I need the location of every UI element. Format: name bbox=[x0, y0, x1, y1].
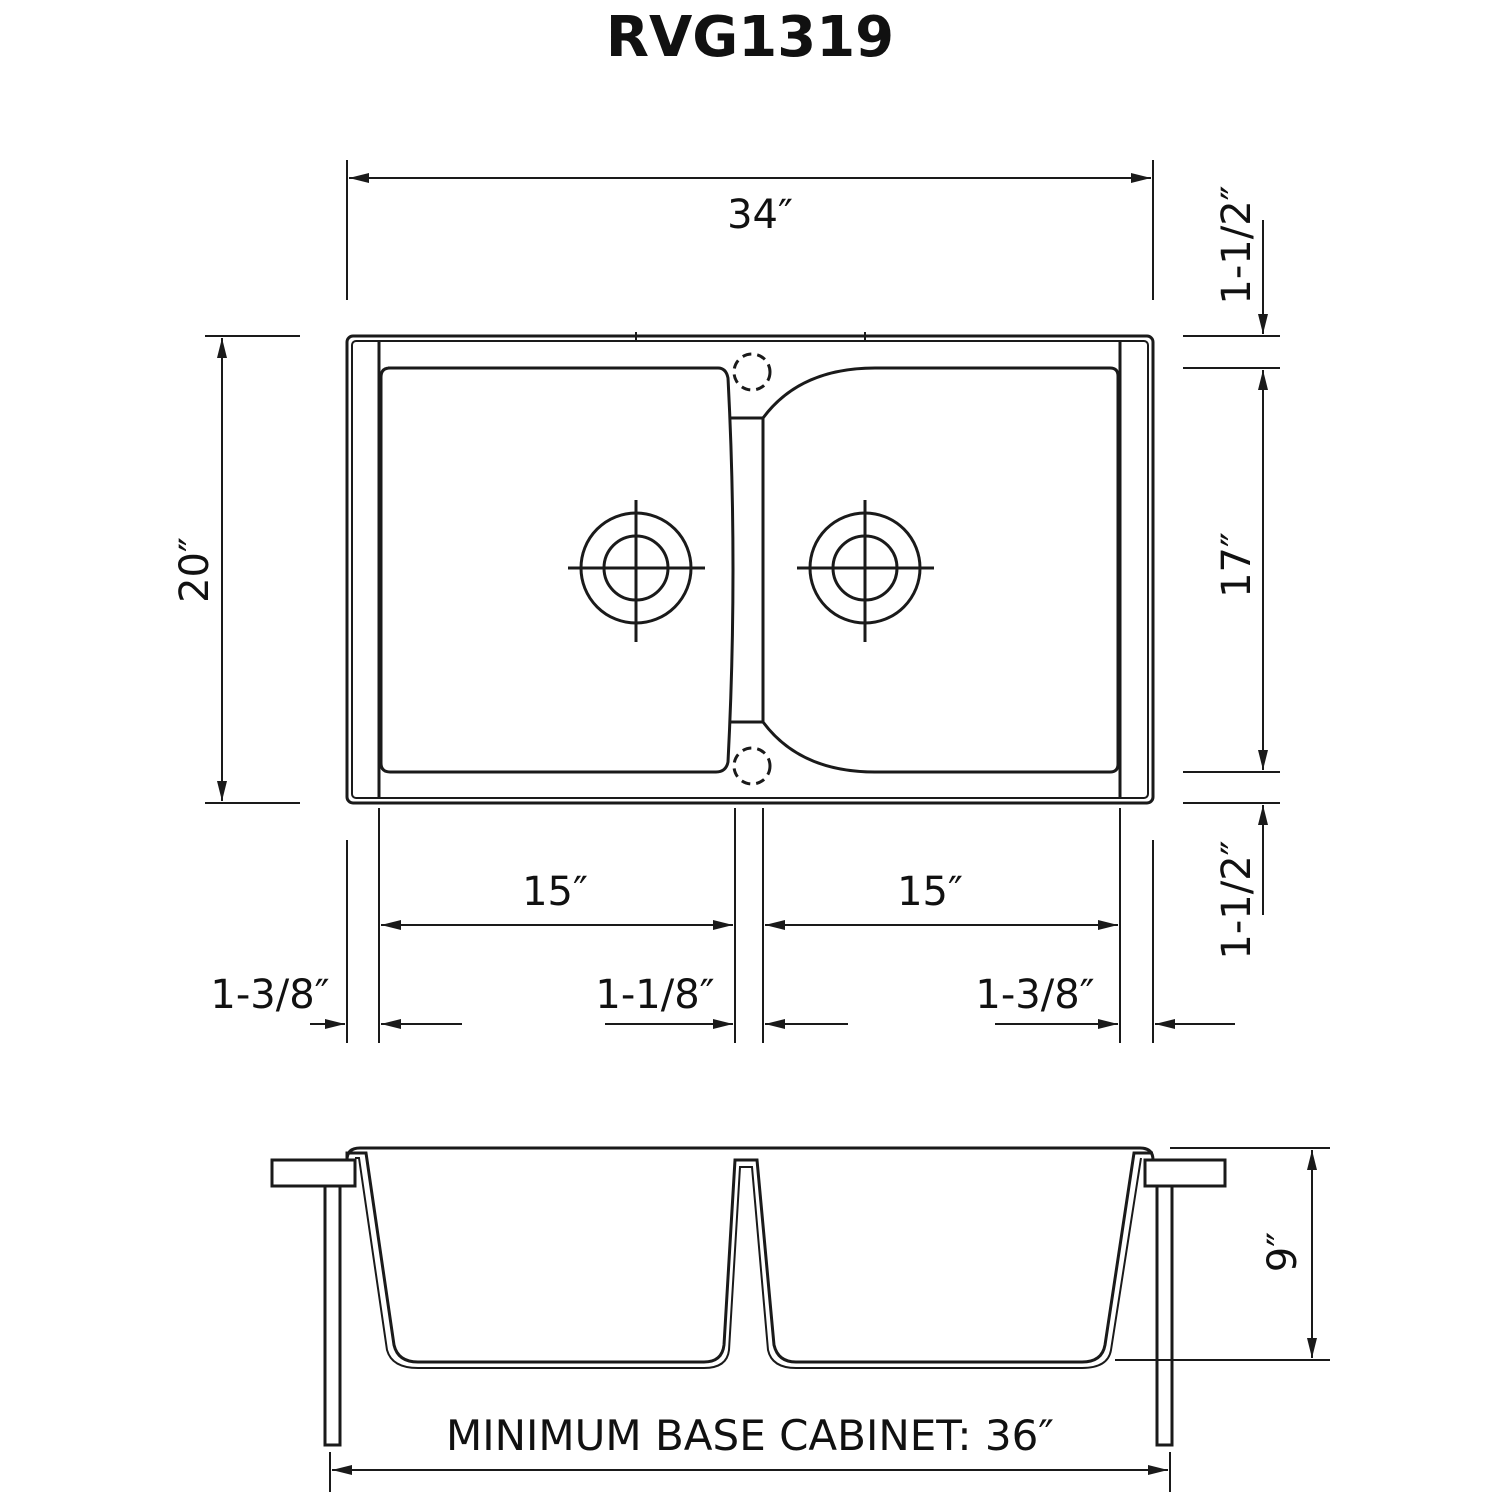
right-drain-icon bbox=[797, 500, 934, 642]
left-countertop bbox=[270, 1158, 357, 1188]
rim-bottom-label: 1-1/2″ bbox=[1214, 840, 1260, 959]
dimension-right-side: 1-1/2″ 17″ 1-1/2″ bbox=[1183, 185, 1280, 960]
overall-depth-label: 20″ bbox=[172, 537, 218, 603]
dimension-overall-depth: 20″ bbox=[172, 335, 300, 804]
dimension-bottom: 15″ 15″ 1-3/8″ 1-1/8″ 1-3/8″ bbox=[210, 808, 1235, 1043]
left-rim-label: 1-3/8″ bbox=[210, 972, 329, 1018]
right-cabinet-wall bbox=[1155, 1184, 1174, 1447]
bowl-profile-inner bbox=[355, 1157, 1142, 1369]
faucet-hole-top-icon bbox=[732, 352, 772, 392]
dimension-overall-width: 34″ bbox=[346, 160, 1154, 300]
sink-depth-label: 9″ bbox=[1260, 1232, 1306, 1272]
model-title: RVG1319 bbox=[606, 5, 894, 70]
right-bowl bbox=[761, 366, 1120, 774]
left-drain-icon bbox=[568, 500, 705, 642]
divider-label: 1-1/8″ bbox=[595, 972, 714, 1018]
bowl-depth-label: 17″ bbox=[1214, 532, 1260, 598]
right-rim-label: 1-3/8″ bbox=[975, 972, 1094, 1018]
cabinet-note: MINIMUM BASE CABINET: 36″ bbox=[446, 1411, 1054, 1460]
right-countertop bbox=[1143, 1158, 1227, 1188]
bowl-profile-outer bbox=[345, 1151, 1153, 1364]
overall-width-label: 34″ bbox=[727, 192, 793, 238]
rim-top-label: 1-1/2″ bbox=[1214, 185, 1260, 304]
sink-plan-view bbox=[345, 332, 1155, 805]
dimension-sink-depth: 9″ bbox=[1115, 1147, 1330, 1361]
right-bowl-width-label: 15″ bbox=[897, 869, 963, 915]
faucet-hole-bottom-icon bbox=[732, 746, 772, 786]
left-bowl bbox=[379, 366, 735, 774]
left-cabinet-wall bbox=[323, 1184, 342, 1447]
dimension-cabinet: MINIMUM BASE CABINET: 36″ bbox=[329, 1411, 1171, 1492]
left-bowl-width-label: 15″ bbox=[522, 869, 588, 915]
sink-section-view bbox=[270, 1146, 1227, 1447]
